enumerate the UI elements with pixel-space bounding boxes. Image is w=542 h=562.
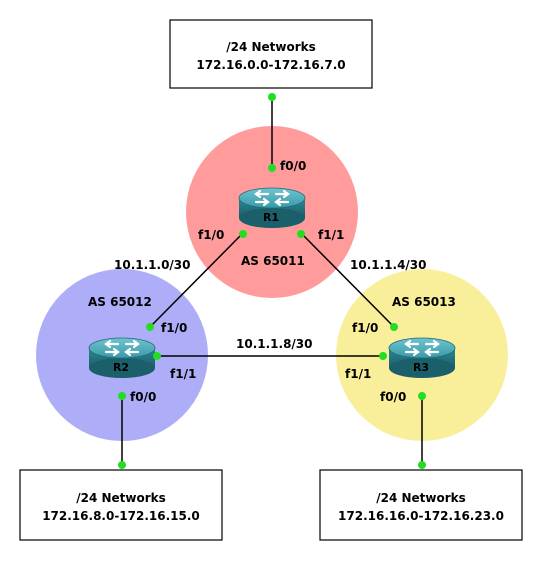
- router-r2-name: R2: [113, 361, 129, 374]
- network-box-right-range: 172.16.16.0-172.16.23.0: [338, 509, 504, 523]
- as-label-65012: AS 65012: [88, 295, 152, 309]
- subnet-label-r2-r3: 10.1.1.8/30: [236, 337, 313, 351]
- port-dot-r2-f11: [153, 352, 161, 360]
- interface-label-r3-f11: f1/1: [345, 367, 371, 381]
- port-dot-r2-f00: [118, 392, 126, 400]
- link-r1-r2: [149, 232, 244, 328]
- interface-label-r2-f11: f1/1: [170, 367, 196, 381]
- network-box-left-title: /24 Networks: [76, 491, 166, 505]
- port-dot-r3-f10: [390, 323, 398, 331]
- network-box-left-range: 172.16.8.0-172.16.15.0: [42, 509, 200, 523]
- port-dot-r3-f11: [379, 352, 387, 360]
- network-box-right: /24 Networks 172.16.16.0-172.16.23.0: [319, 469, 523, 541]
- network-box-top-title: /24 Networks: [226, 40, 316, 54]
- links: [121, 97, 423, 465]
- interface-label-r1-f11: f1/1: [318, 228, 344, 242]
- network-box-left: /24 Networks 172.16.8.0-172.16.15.0: [19, 469, 223, 541]
- link-r1-r3: [300, 232, 395, 328]
- as-label-65011: AS 65011: [241, 254, 305, 268]
- port-dot-right-network: [418, 461, 426, 469]
- network-box-right-title: /24 Networks: [376, 491, 466, 505]
- port-dot-r1-f11: [297, 230, 305, 238]
- router-r3-name: R3: [413, 361, 429, 374]
- subnet-label-r1-r3: 10.1.1.4/30: [350, 258, 427, 272]
- network-box-top: /24 Networks 172.16.0.0-172.16.7.0: [169, 19, 373, 89]
- port-dot-left-network: [118, 461, 126, 469]
- network-box-top-range: 172.16.0.0-172.16.7.0: [196, 58, 345, 72]
- subnet-label-r1-r2: 10.1.1.0/30: [114, 258, 191, 272]
- interface-label-r2-f00: f0/0: [130, 390, 156, 404]
- router-r1-name: R1: [263, 211, 279, 224]
- as-label-65013: AS 65013: [392, 295, 456, 309]
- port-dot-top-network: [268, 93, 276, 101]
- port-dot-r1-f10: [239, 230, 247, 238]
- port-dot-r3-f00: [418, 392, 426, 400]
- interface-label-r1-f10: f1/0: [198, 228, 224, 242]
- interface-label-r3-f00: f0/0: [380, 390, 406, 404]
- port-dots: [118, 93, 426, 469]
- interface-label-r3-f10: f1/0: [352, 321, 378, 335]
- port-dot-r1-f00: [268, 164, 276, 172]
- interface-label-r1-f00: f0/0: [280, 159, 306, 173]
- port-dot-r2-f10: [146, 323, 154, 331]
- interface-label-r2-f10: f1/0: [161, 321, 187, 335]
